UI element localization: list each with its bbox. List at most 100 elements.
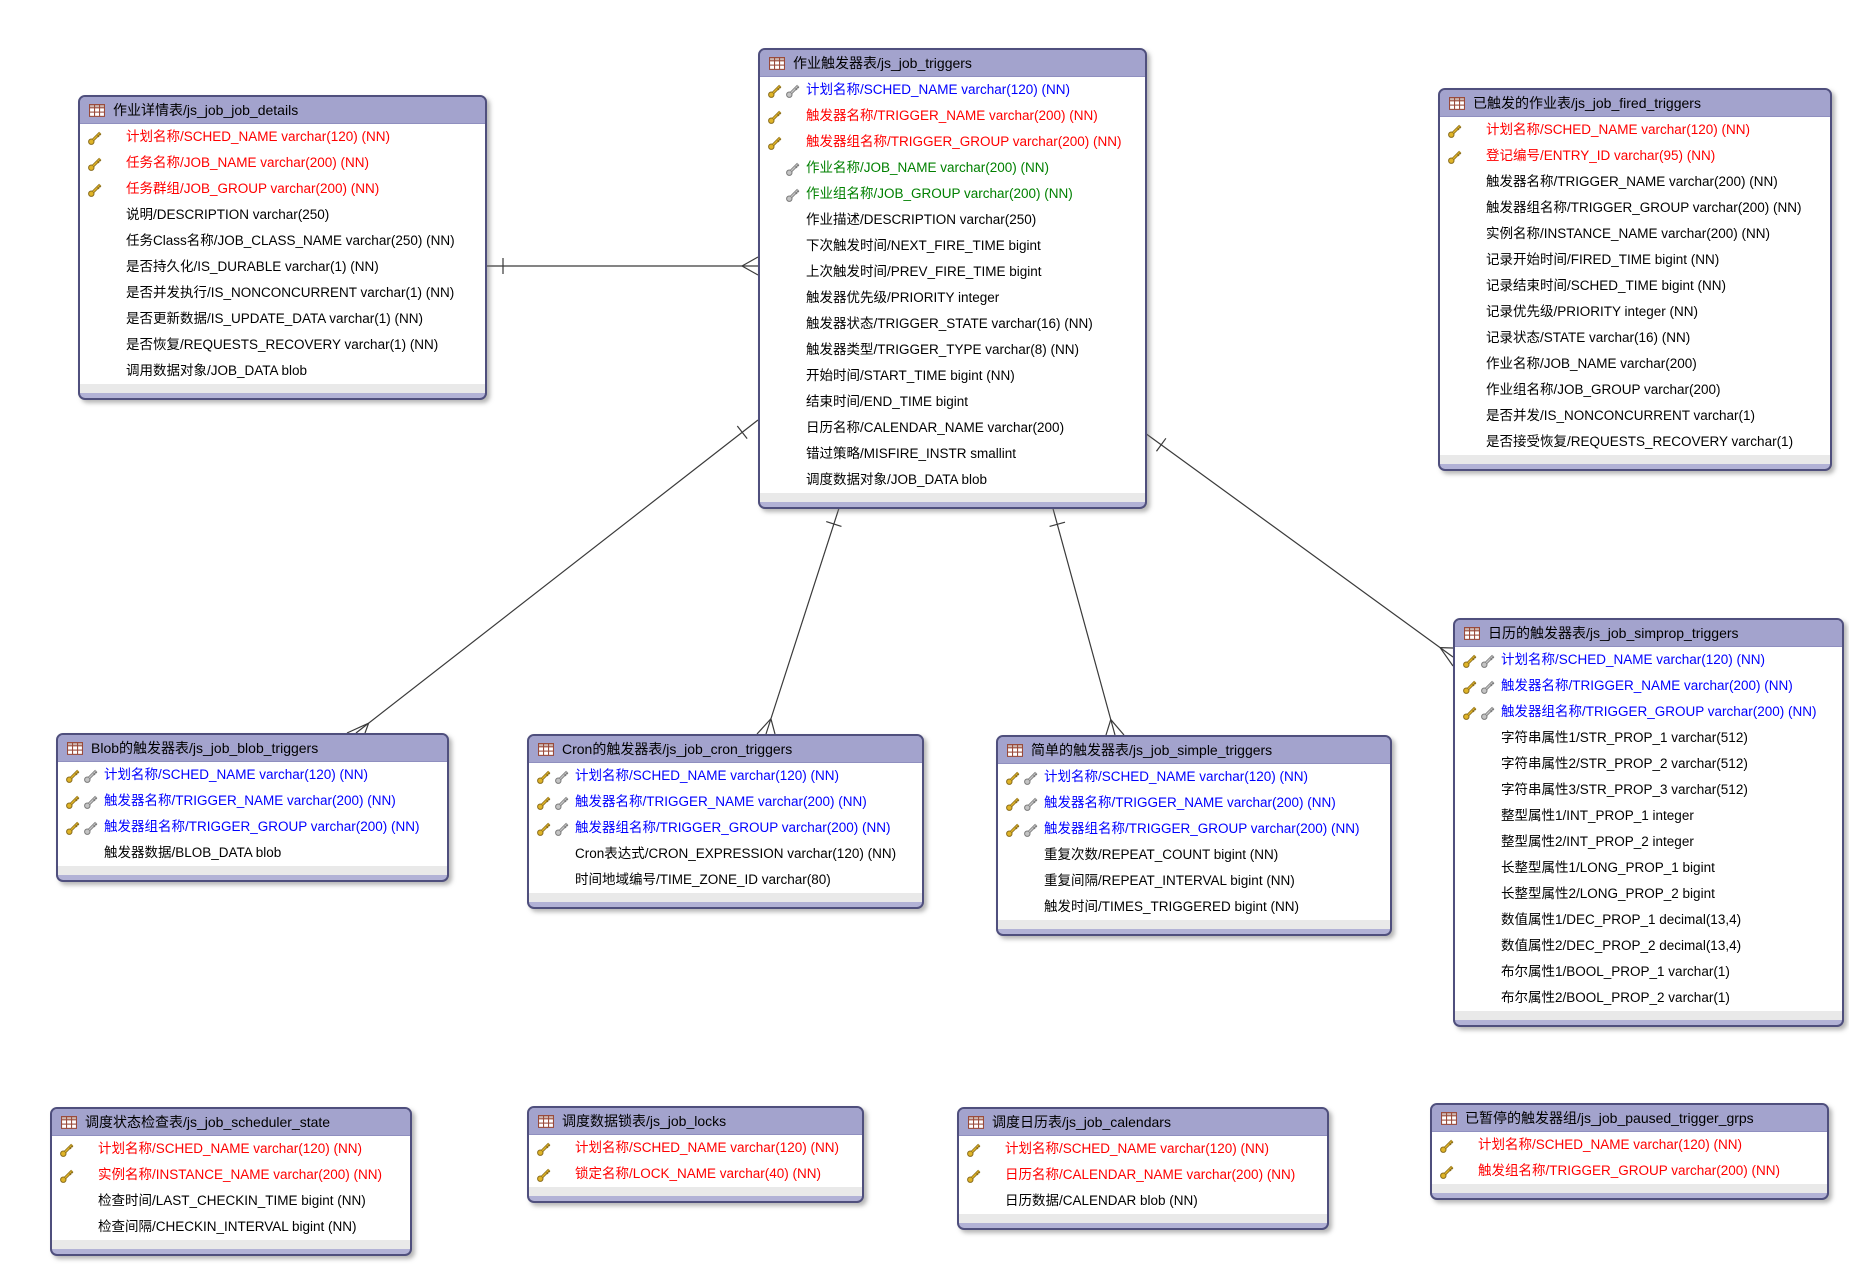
field-CALENDAR_NAME[interactable]: 日历名称/CALENDAR_NAME varchar(200) (NN) bbox=[959, 1162, 1327, 1188]
relationship-js_job_job_details-to-js_job_triggers[interactable] bbox=[483, 256, 759, 276]
field-TRIGGER_NAME[interactable]: 触发器名称/TRIGGER_NAME varchar(200) (NN) bbox=[529, 789, 922, 815]
table-header-js_job_cron_triggers[interactable]: Cron的触发器表/js_job_cron_triggers bbox=[529, 736, 922, 763]
table-header-js_job_simple_triggers[interactable]: 简单的触发器表/js_job_simple_triggers bbox=[998, 737, 1390, 764]
field-JOB_DATA[interactable]: 调用数据对象/JOB_DATA blob bbox=[80, 358, 485, 384]
field-JOB_NAME[interactable]: 任务名称/JOB_NAME varchar(200) (NN) bbox=[80, 150, 485, 176]
field-BOOL_PROP_2[interactable]: 布尔属性2/BOOL_PROP_2 varchar(1) bbox=[1455, 985, 1842, 1011]
field-REPEAT_INTERVAL[interactable]: 重复间隔/REPEAT_INTERVAL bigint (NN) bbox=[998, 868, 1390, 894]
table-header-js_job_locks[interactable]: 调度数据锁表/js_job_locks bbox=[529, 1108, 862, 1135]
field-SCHED_NAME[interactable]: 计划名称/SCHED_NAME varchar(120) (NN) bbox=[529, 763, 922, 789]
field-JOB_GROUP[interactable]: 任务群组/JOB_GROUP varchar(200) (NN) bbox=[80, 176, 485, 202]
field-JOB_GROUP[interactable]: 作业组名称/JOB_GROUP varchar(200) bbox=[1440, 377, 1830, 403]
field-INT_PROP_2[interactable]: 整型属性2/INT_PROP_2 integer bbox=[1455, 829, 1842, 855]
field-STR_PROP_3[interactable]: 字符串属性3/STR_PROP_3 varchar(512) bbox=[1455, 777, 1842, 803]
field-DEC_PROP_2[interactable]: 数值属性2/DEC_PROP_2 decimal(13,4) bbox=[1455, 933, 1842, 959]
field-IS_NONCONCURRENT[interactable]: 是否并发执行/IS_NONCONCURRENT varchar(1) (NN) bbox=[80, 280, 485, 306]
field-SCHED_NAME[interactable]: 计划名称/SCHED_NAME varchar(120) (NN) bbox=[1440, 117, 1830, 143]
field-TRIGGER_GROUP[interactable]: 触发器组名称/TRIGGER_GROUP varchar(200) (NN) bbox=[998, 816, 1390, 842]
field-TRIGGER_GROUP[interactable]: 触发器组名称/TRIGGER_GROUP varchar(200) (NN) bbox=[1440, 195, 1830, 221]
field-CALENDAR_NAME[interactable]: 日历名称/CALENDAR_NAME varchar(200) bbox=[760, 415, 1145, 441]
field-JOB_DATA[interactable]: 调度数据对象/JOB_DATA blob bbox=[760, 467, 1145, 493]
field-FIRED_TIME[interactable]: 记录开始时间/FIRED_TIME bigint (NN) bbox=[1440, 247, 1830, 273]
field-SCHED_NAME[interactable]: 计划名称/SCHED_NAME varchar(120) (NN) bbox=[80, 124, 485, 150]
field-DESCRIPTION[interactable]: 作业描述/DESCRIPTION varchar(250) bbox=[760, 207, 1145, 233]
field-PRIORITY[interactable]: 触发器优先级/PRIORITY integer bbox=[760, 285, 1145, 311]
field-SCHED_NAME[interactable]: 计划名称/SCHED_NAME varchar(120) (NN) bbox=[52, 1136, 410, 1162]
field-SCHED_TIME[interactable]: 记录结束时间/SCHED_TIME bigint (NN) bbox=[1440, 273, 1830, 299]
field-BLOB_DATA[interactable]: 触发器数据/BLOB_DATA blob bbox=[58, 840, 447, 866]
field-NEXT_FIRE_TIME[interactable]: 下次触发时间/NEXT_FIRE_TIME bigint bbox=[760, 233, 1145, 259]
field-IS_UPDATE_DATA[interactable]: 是否更新数据/IS_UPDATE_DATA varchar(1) (NN) bbox=[80, 306, 485, 332]
field-CALENDAR[interactable]: 日历数据/CALENDAR blob (NN) bbox=[959, 1188, 1327, 1214]
field-TRIGGER_GROUP[interactable]: 触发器组名称/TRIGGER_GROUP varchar(200) (NN) bbox=[529, 815, 922, 841]
table-header-js_job_scheduler_state[interactable]: 调度状态检查表/js_job_scheduler_state bbox=[52, 1109, 410, 1136]
field-CRON_EXPRESSION[interactable]: Cron表达式/CRON_EXPRESSION varchar(120) (NN… bbox=[529, 841, 922, 867]
field-SCHED_NAME[interactable]: 计划名称/SCHED_NAME varchar(120) (NN) bbox=[1432, 1132, 1827, 1158]
field-TRIGGER_GROUP[interactable]: 触发器组名称/TRIGGER_GROUP varchar(200) (NN) bbox=[58, 814, 447, 840]
field-STR_PROP_2[interactable]: 字符串属性2/STR_PROP_2 varchar(512) bbox=[1455, 751, 1842, 777]
field-DEC_PROP_1[interactable]: 数值属性1/DEC_PROP_1 decimal(13,4) bbox=[1455, 907, 1842, 933]
table-header-js_job_fired_triggers[interactable]: 已触发的作业表/js_job_fired_triggers bbox=[1440, 90, 1830, 117]
field-TRIGGER_TYPE[interactable]: 触发器类型/TRIGGER_TYPE varchar(8) (NN) bbox=[760, 337, 1145, 363]
relationship-js_job_triggers-to-js_job_simprop_triggers[interactable] bbox=[1144, 432, 1454, 667]
relationship-js_job_triggers-to-js_job_cron_triggers[interactable] bbox=[756, 504, 842, 735]
field-INSTANCE_NAME[interactable]: 实例名称/INSTANCE_NAME varchar(200) (NN) bbox=[52, 1162, 410, 1188]
field-SCHED_NAME[interactable]: 计划名称/SCHED_NAME varchar(120) (NN) bbox=[1455, 647, 1842, 673]
field-JOB_CLASS_NAME[interactable]: 任务Class名称/JOB_CLASS_NAME varchar(250) (N… bbox=[80, 228, 485, 254]
relationship-js_job_triggers-to-js_job_simple_triggers[interactable] bbox=[1049, 504, 1125, 736]
table-header-js_job_triggers[interactable]: 作业触发器表/js_job_triggers bbox=[760, 50, 1145, 77]
table-header-js_job_paused_trigger_grps[interactable]: 已暂停的触发器组/js_job_paused_trigger_grps bbox=[1432, 1105, 1827, 1132]
field-LAST_CHECKIN_TIME[interactable]: 检查时间/LAST_CHECKIN_TIME bigint (NN) bbox=[52, 1188, 410, 1214]
field-CHECKIN_INTERVAL[interactable]: 检查间隔/CHECKIN_INTERVAL bigint (NN) bbox=[52, 1214, 410, 1240]
field-LOCK_NAME[interactable]: 锁定名称/LOCK_NAME varchar(40) (NN) bbox=[529, 1161, 862, 1187]
field-SCHED_NAME[interactable]: 计划名称/SCHED_NAME varchar(120) (NN) bbox=[58, 762, 447, 788]
field-LONG_PROP_2[interactable]: 长整型属性2/LONG_PROP_2 bigint bbox=[1455, 881, 1842, 907]
field-STATE[interactable]: 记录状态/STATE varchar(16) (NN) bbox=[1440, 325, 1830, 351]
field-JOB_NAME[interactable]: 作业名称/JOB_NAME varchar(200) bbox=[1440, 351, 1830, 377]
table-header-js_job_calendars[interactable]: 调度日历表/js_job_calendars bbox=[959, 1109, 1327, 1136]
field-JOB_GROUP[interactable]: 作业组名称/JOB_GROUP varchar(200) (NN) bbox=[760, 181, 1145, 207]
field-TRIGGER_NAME[interactable]: 触发器名称/TRIGGER_NAME varchar(200) (NN) bbox=[998, 790, 1390, 816]
field-LONG_PROP_1[interactable]: 长整型属性1/LONG_PROP_1 bigint bbox=[1455, 855, 1842, 881]
field-REQUESTS_RECOVERY[interactable]: 是否接受恢复/REQUESTS_RECOVERY varchar(1) bbox=[1440, 429, 1830, 455]
field-REQUESTS_RECOVERY[interactable]: 是否恢复/REQUESTS_RECOVERY varchar(1) (NN) bbox=[80, 332, 485, 358]
field-TRIGGER_NAME[interactable]: 触发器名称/TRIGGER_NAME varchar(200) (NN) bbox=[760, 103, 1145, 129]
table-header-js_job_job_details[interactable]: 作业详情表/js_job_job_details bbox=[80, 97, 485, 124]
table-header-js_job_blob_triggers[interactable]: Blob的触发器表/js_job_blob_triggers bbox=[58, 735, 447, 762]
field-SCHED_NAME[interactable]: 计划名称/SCHED_NAME varchar(120) (NN) bbox=[959, 1136, 1327, 1162]
field-START_TIME[interactable]: 开始时间/START_TIME bigint (NN) bbox=[760, 363, 1145, 389]
field-JOB_NAME[interactable]: 作业名称/JOB_NAME varchar(200) (NN) bbox=[760, 155, 1145, 181]
field-TRIGGER_GROUP[interactable]: 触发器组名称/TRIGGER_GROUP varchar(200) (NN) bbox=[1455, 699, 1842, 725]
field-SCHED_NAME[interactable]: 计划名称/SCHED_NAME varchar(120) (NN) bbox=[529, 1135, 862, 1161]
field-TRIGGER_GROUP[interactable]: 触发组名称/TRIGGER_GROUP varchar(200) (NN) bbox=[1432, 1158, 1827, 1184]
field-IS_DURABLE[interactable]: 是否持久化/IS_DURABLE varchar(1) (NN) bbox=[80, 254, 485, 280]
field-BOOL_PROP_1[interactable]: 布尔属性1/BOOL_PROP_1 varchar(1) bbox=[1455, 959, 1842, 985]
field-REPEAT_COUNT[interactable]: 重复次数/REPEAT_COUNT bigint (NN) bbox=[998, 842, 1390, 868]
field-TRIGGER_NAME[interactable]: 触发器名称/TRIGGER_NAME varchar(200) (NN) bbox=[1455, 673, 1842, 699]
field-TRIGGER_NAME[interactable]: 触发器名称/TRIGGER_NAME varchar(200) (NN) bbox=[1440, 169, 1830, 195]
field-SCHED_NAME[interactable]: 计划名称/SCHED_NAME varchar(120) (NN) bbox=[760, 77, 1145, 103]
field-TIME_ZONE_ID[interactable]: 时间地域编号/TIME_ZONE_ID varchar(80) bbox=[529, 867, 922, 893]
field-DESCRIPTION[interactable]: 说明/DESCRIPTION varchar(250) bbox=[80, 202, 485, 228]
field-PREV_FIRE_TIME[interactable]: 上次触发时间/PREV_FIRE_TIME bigint bbox=[760, 259, 1145, 285]
field-TRIGGER_GROUP[interactable]: 触发器组名称/TRIGGER_GROUP varchar(200) (NN) bbox=[760, 129, 1145, 155]
field-SCHED_NAME[interactable]: 计划名称/SCHED_NAME varchar(120) (NN) bbox=[998, 764, 1390, 790]
field-MISFIRE_INSTR[interactable]: 错过策略/MISFIRE_INSTR smallint bbox=[760, 441, 1145, 467]
field-TRIGGER_STATE[interactable]: 触发器状态/TRIGGER_STATE varchar(16) (NN) bbox=[760, 311, 1145, 337]
field-END_TIME[interactable]: 结束时间/END_TIME bigint bbox=[760, 389, 1145, 415]
relationship-js_job_triggers-to-js_job_blob_triggers[interactable] bbox=[346, 419, 759, 734]
field-INT_PROP_1[interactable]: 整型属性1/INT_PROP_1 integer bbox=[1455, 803, 1842, 829]
field-INSTANCE_NAME[interactable]: 实例名称/INSTANCE_NAME varchar(200) (NN) bbox=[1440, 221, 1830, 247]
field-TRIGGER_NAME[interactable]: 触发器名称/TRIGGER_NAME varchar(200) (NN) bbox=[58, 788, 447, 814]
table-header-js_job_simprop_triggers[interactable]: 日历的触发器表/js_job_simprop_triggers bbox=[1455, 620, 1842, 647]
